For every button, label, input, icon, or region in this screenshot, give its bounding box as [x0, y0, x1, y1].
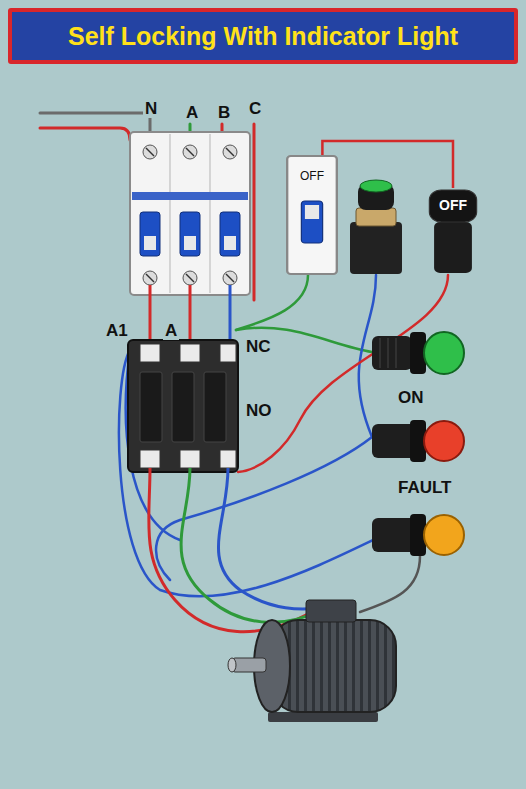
drawing-part: [228, 658, 236, 672]
title-text: Self Locking With Indicator Light: [68, 22, 458, 51]
drawing-part: [186, 148, 194, 156]
terminal-label: C: [247, 100, 263, 118]
stop-pushbutton: OFF: [427, 188, 479, 275]
drawing-part: [146, 148, 154, 156]
drawing-part: [143, 271, 157, 285]
shape-part: [372, 518, 416, 552]
wire: [149, 285, 152, 345]
drawing-part: [210, 134, 211, 293]
drawing-part: [424, 332, 464, 374]
drawing-part: [360, 180, 392, 192]
title-banner: Self Locking With Indicator Light: [8, 8, 518, 64]
node-text: ON: [368, 388, 424, 408]
shape-part: [434, 222, 472, 273]
drawing-part: [184, 236, 196, 250]
motor: [228, 600, 396, 722]
start-pushbutton: [350, 180, 402, 274]
drawing-part: [183, 145, 197, 159]
wire: [253, 124, 256, 300]
shape-part: [424, 515, 464, 555]
shape-part: [305, 205, 319, 219]
contactor: [128, 340, 238, 472]
drawing-part: [143, 145, 157, 159]
drawing-part: [380, 338, 381, 368]
toggle-switch: OFF: [286, 155, 338, 275]
drawing-part: [372, 336, 412, 370]
drawing-part: [268, 712, 378, 722]
drawing-part: [144, 236, 236, 250]
wire: [229, 285, 232, 345]
wire: [238, 275, 448, 472]
wire: [218, 468, 334, 609]
drawing-part: [224, 236, 236, 250]
drawing-part: [356, 208, 396, 226]
drawing-part: [226, 148, 234, 156]
wire: [189, 285, 192, 345]
wire: [181, 468, 322, 622]
drawing-part: [140, 450, 160, 468]
control-wires: [119, 275, 448, 612]
drawing-part: [180, 212, 200, 256]
drawing-part: [140, 212, 240, 256]
drawing-part: [132, 192, 248, 200]
terminal-label: NO: [244, 402, 274, 420]
drawing-part: [220, 450, 236, 468]
indicator-lamp: ON: [368, 388, 468, 464]
drawing-part: [130, 132, 250, 295]
wire: [119, 350, 388, 596]
drawing-part: [186, 274, 194, 282]
drawing-part: [223, 271, 237, 285]
drawing-part: [144, 236, 156, 250]
supply-wires: [40, 113, 254, 300]
drawing-part: [226, 274, 234, 282]
drawing-part: [388, 338, 389, 368]
indicator-lamp: FAULT: [368, 478, 468, 558]
terminal-label: NC: [244, 338, 273, 356]
drawing-part: [380, 338, 396, 368]
drawing-part: [140, 212, 160, 256]
node-text: OFF: [286, 169, 338, 183]
wire: [156, 437, 372, 580]
drawing-part: [396, 338, 397, 368]
node-text: OFF: [427, 197, 479, 213]
drawing-part: [232, 658, 266, 672]
drawing-part: [128, 340, 238, 472]
terminal-label: N: [143, 100, 159, 118]
drawing-part: [170, 134, 171, 293]
drawing-part: [220, 212, 240, 256]
green-indicator-lamp: [372, 332, 464, 374]
terminal-label: B: [216, 104, 232, 122]
wire: [40, 128, 130, 140]
drawing-part: [220, 344, 236, 362]
drawing-part: [306, 600, 356, 622]
main-wires: [150, 285, 230, 345]
drawing-part: [140, 344, 236, 468]
drawing-part: [183, 271, 197, 285]
connector-wire: [322, 141, 453, 188]
drawing-part: [140, 344, 160, 362]
drawing-part: [180, 450, 200, 468]
shape-part: [372, 424, 416, 458]
drawing-part: [350, 222, 402, 274]
terminal-label: A: [184, 104, 200, 122]
drawing-part: [172, 372, 194, 442]
wire: [236, 275, 308, 330]
drawing-part: [180, 344, 200, 362]
drawing-part: [140, 372, 162, 442]
drawing-part: [140, 372, 226, 442]
drawing-part: [204, 372, 226, 442]
drawing-part: [223, 145, 237, 159]
terminal-label: A1: [104, 322, 130, 340]
circuit-breaker: [130, 132, 250, 295]
drawing-part: [146, 274, 154, 282]
terminal-label: A: [163, 322, 179, 340]
shape-part: [301, 201, 322, 243]
node-text: FAULT: [368, 478, 452, 498]
shape-part: [424, 421, 464, 461]
wire: [360, 556, 420, 612]
